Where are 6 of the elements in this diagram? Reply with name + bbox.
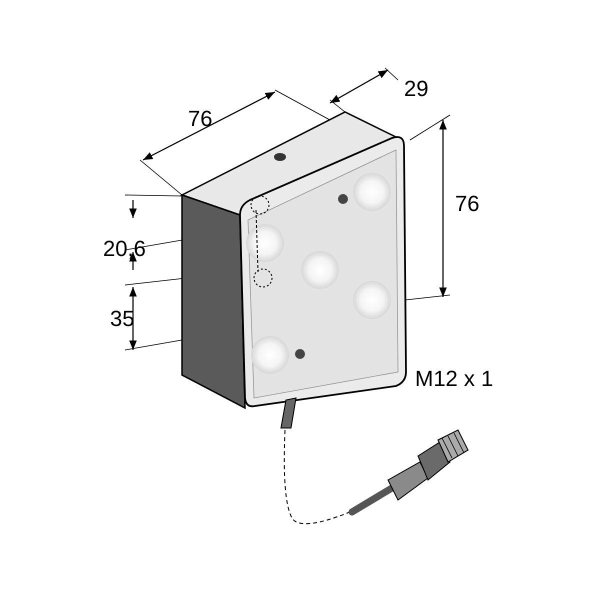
dimension-label: 29 — [404, 78, 428, 100]
dimension-label: 76 — [455, 193, 480, 215]
dimension-label: 35 — [110, 308, 134, 330]
dimension-label: 20,6 — [103, 238, 146, 260]
dimension-label: 76 — [188, 108, 212, 130]
dimension-label: M12 x 1 — [415, 368, 494, 390]
